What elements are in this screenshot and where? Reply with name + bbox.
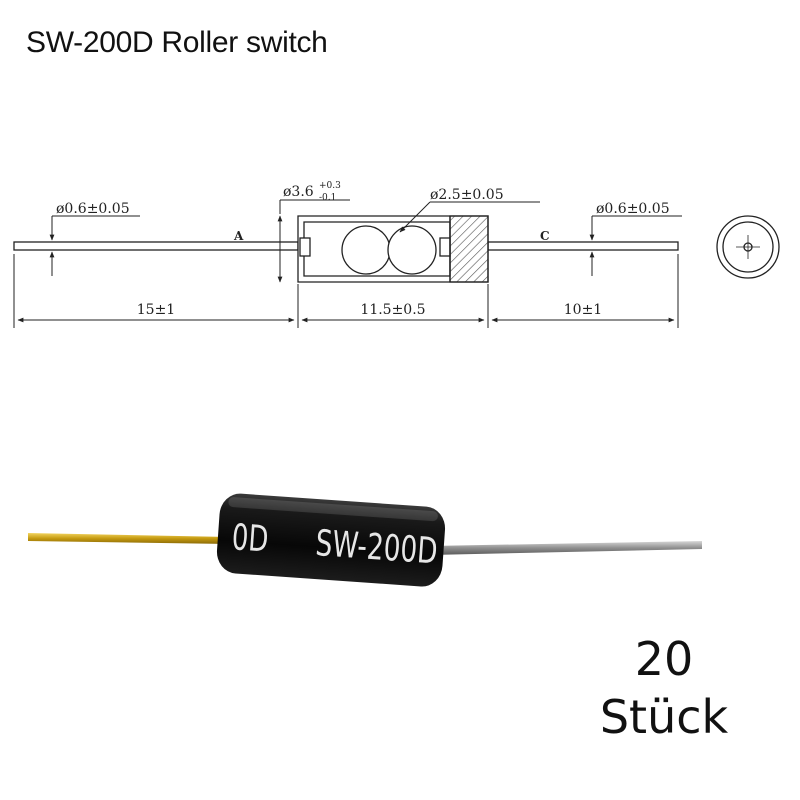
label-c: C: [540, 229, 550, 243]
quantity-unit: Stück: [599, 690, 729, 744]
length-dimensions: [13, 254, 679, 328]
body-print-text: SW-200D: [314, 523, 439, 572]
label-a: A: [233, 229, 244, 243]
ball-2: [387, 225, 437, 275]
product-photo: 0D SW-200D: [28, 493, 702, 587]
switch-outline: [13, 215, 679, 283]
page-title: SW-200D Roller switch: [26, 26, 328, 59]
left-lead-diameter: ø0.6±0.05: [56, 201, 130, 217]
body-print-fragment: 0D: [230, 517, 269, 561]
end-view: [716, 215, 780, 279]
ball-1: [341, 225, 391, 275]
gold-lead: [28, 533, 230, 544]
body-diameter-tol-lower: -0.1: [319, 193, 336, 203]
right-lead-diameter-callout: [589, 215, 682, 276]
length-left: 15±1: [137, 302, 175, 318]
ball-diameter: ø2.5±0.05: [430, 187, 504, 203]
body-diameter: ø3.6: [283, 184, 314, 200]
body-diameter-tol-upper: +0.3: [319, 181, 341, 191]
length-right: 10±1: [564, 302, 602, 318]
left-lead-diameter-callout: [49, 215, 140, 276]
switch-body: [216, 493, 446, 587]
right-lead-diameter: ø0.6±0.05: [596, 201, 670, 217]
body-diameter-callout: [277, 199, 350, 283]
length-body: 11.5±0.5: [360, 302, 425, 318]
quantity-number: 20: [634, 632, 694, 686]
silver-lead: [430, 541, 702, 555]
ball-diameter-callout: [399, 201, 540, 233]
